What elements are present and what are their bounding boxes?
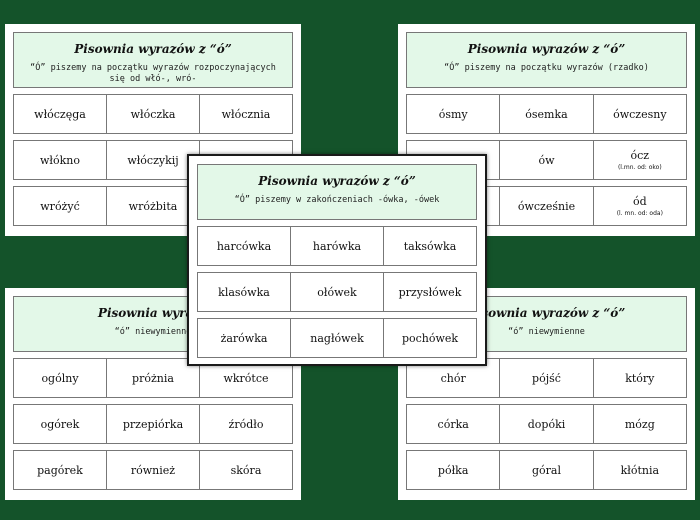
word-cell: ówczesny: [592, 94, 687, 134]
word-text: ócz: [630, 149, 650, 162]
word-cell: góral: [499, 450, 594, 490]
word-cell: córka: [406, 404, 501, 444]
word-cell: mózg: [592, 404, 687, 444]
word-cell: ołówek: [290, 272, 384, 312]
grid-row: harcówka harówka taksówka: [197, 226, 477, 266]
word-cell: żarówka: [197, 318, 291, 358]
word-cell: źródło: [199, 404, 293, 444]
grid-row: ósmy ósemka ówczesny: [406, 94, 687, 134]
card-subtitle: “Ó” piszemy na początku wyrazów (rzadko): [444, 63, 649, 73]
word-cell: włóczykij: [106, 140, 200, 180]
card-header: Pisownia wyrazów z “ó” “Ó” piszemy na po…: [13, 32, 293, 88]
grid-row: włókno włóczykij: [13, 140, 293, 180]
word-cell: ód (l. mn. od: oda): [592, 186, 687, 226]
grid-row: ogólny próżnia wkrótce: [13, 358, 293, 398]
card-header: Pisownia wyrazów z “ó” “Ó” piszemy w zak…: [197, 164, 477, 220]
grid-row: ów ócz (l.mn. od: oko): [406, 140, 687, 180]
word-cell: dopóki: [499, 404, 594, 444]
word-cell: który: [592, 358, 687, 398]
word-cell: pagórek: [13, 450, 107, 490]
word-cell: wróżyć: [13, 186, 107, 226]
word-cell: ócz (l.mn. od: oko): [592, 140, 687, 180]
word-cell: wróżbita: [106, 186, 200, 226]
grid-row: włóczęga włóczka włócznia: [13, 94, 293, 134]
card-title: Pisownia wyrazów z “ó”: [467, 306, 626, 320]
word-cell: pójść: [499, 358, 594, 398]
card-subtitle: “Ó” piszemy na początku wyrazów rozpoczy…: [30, 63, 276, 84]
word-cell: włókno: [13, 140, 107, 180]
word-cell: włócznia: [199, 94, 293, 134]
word-cell: nagłówek: [290, 318, 384, 358]
grid-row: półka góral kłótnia: [406, 450, 687, 490]
word-cell: ów: [499, 140, 594, 180]
word-cell: przepiórka: [106, 404, 200, 444]
card-title: Pisownia wyrazów z “ó”: [467, 42, 626, 56]
word-cell: przysłówek: [383, 272, 477, 312]
word-cell: włóczka: [106, 94, 200, 134]
card-title: Pisownia wyrazów z “ó”: [258, 174, 416, 188]
word-cell: również: [106, 450, 200, 490]
grid-row: ogórek przepiórka źródło: [13, 404, 293, 444]
word-cell: pochówek: [383, 318, 477, 358]
word-grid: chór pójść który córka dopóki mózg półka…: [406, 358, 687, 490]
word-grid: harcówka harówka taksówka klasówka ołówe…: [197, 226, 477, 358]
card-subtitle: “Ó” piszemy w zakończeniach -ówka, -ówek: [234, 195, 440, 205]
word-cell: ogólny: [13, 358, 107, 398]
word-grid: ogólny próżnia wkrótce ogórek przepiórka…: [13, 358, 293, 490]
word-cell: taksówka: [383, 226, 477, 266]
card-center: Pisownia wyrazów z “ó” “Ó” piszemy w zak…: [187, 154, 487, 366]
word-cell: klasówka: [197, 272, 291, 312]
grid-row: żarówka nagłówek pochówek: [197, 318, 477, 358]
card-subtitle: “ó” niewymienne: [508, 327, 585, 337]
word-cell: ogórek: [13, 404, 107, 444]
word-cell: skóra: [199, 450, 293, 490]
grid-row: klasówka ołówek przysłówek: [197, 272, 477, 312]
word-cell: harówka: [290, 226, 384, 266]
word-text: ód: [632, 195, 647, 208]
card-top-left: Pisownia wyrazów z “ó” “Ó” piszemy na po…: [5, 24, 301, 236]
word-cell: ósemka: [499, 94, 594, 134]
grid-row: córka dopóki mózg: [406, 404, 687, 444]
grid-row: pagórek również skóra: [13, 450, 293, 490]
word-note: (l.mn. od: oko): [617, 164, 662, 171]
word-cell: ówcześnie: [499, 186, 594, 226]
card-title: Pisownia wyrazów z “ó”: [74, 42, 232, 56]
word-cell: ósmy: [406, 94, 501, 134]
word-cell: włóczęga: [13, 94, 107, 134]
word-grid: włóczęga włóczka włócznia włókno włóczyk…: [13, 94, 293, 226]
word-cell: kłótnia: [592, 450, 687, 490]
word-cell: harcówka: [197, 226, 291, 266]
word-note: (l. mn. od: oda): [616, 210, 663, 217]
word-cell: próżnia: [106, 358, 200, 398]
card-subtitle: “ó” niewymienne: [114, 327, 192, 337]
card-title: Pisownia wyrazó: [97, 306, 209, 320]
card-header: Pisownia wyrazów z “ó” “Ó” piszemy na po…: [406, 32, 687, 88]
word-cell: półka: [406, 450, 501, 490]
